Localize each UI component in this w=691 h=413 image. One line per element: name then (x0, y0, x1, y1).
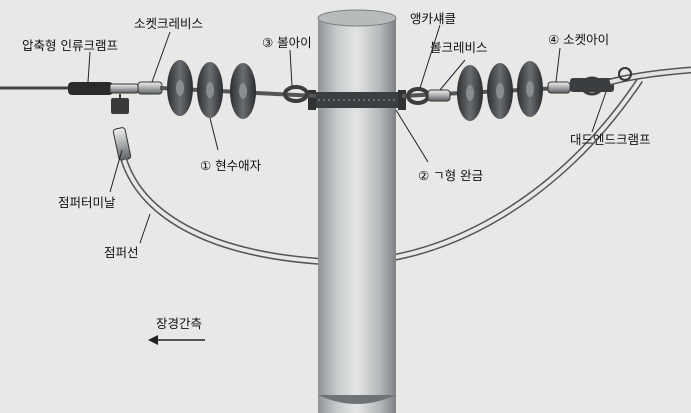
label-ball-clevis: 볼크레비스 (430, 40, 488, 55)
label-ball-eye: ③ 볼아이 (262, 35, 312, 50)
right-conductor-highlight (609, 68, 691, 84)
label-long-span-direction: 장경간측 (156, 316, 203, 331)
label-suspension-insulator: ① 현수애자 (200, 158, 262, 173)
clamp-body (109, 83, 139, 94)
band-left-end (308, 90, 316, 110)
long-span-arrow (148, 335, 205, 345)
angle-arm-band (312, 92, 402, 108)
label-socket-clevis: 소켓크레비스 (134, 16, 204, 31)
dead-end-clamp (570, 78, 614, 92)
clamp-eye (580, 76, 604, 96)
ball-clevis (427, 89, 451, 102)
pole-top (317, 9, 397, 27)
utility-pole (318, 18, 396, 413)
right-suspension-insulators (401, 61, 601, 121)
pole-bottom-shade (318, 395, 396, 404)
label-socket-eye: ④ 소켓아이 (548, 32, 610, 47)
leader-lines (87, 24, 607, 244)
label-jumper-terminal: 점퍼터미날 (58, 195, 116, 210)
compression-dead-end-clamp (68, 82, 113, 95)
conductor-loop (618, 67, 632, 81)
left-suspension-insulators (159, 60, 317, 119)
socket-clevis (137, 81, 163, 95)
ball-eye (283, 85, 309, 103)
label-compression-dead-end-clamp: 압축형 인류크램프 (22, 38, 118, 53)
label-dead-end-clamp: 대드엔드크램프 (570, 132, 651, 147)
label-jumper-wire: 점퍼선 (104, 245, 139, 260)
jumper-terminal-block (111, 98, 129, 114)
label-angle-arm-band: ② ㄱ형 완금 (418, 168, 484, 183)
label-anchor-shackle: 앵카섀클 (410, 11, 457, 26)
band-right-end (398, 90, 406, 110)
socket-eye (547, 81, 571, 94)
